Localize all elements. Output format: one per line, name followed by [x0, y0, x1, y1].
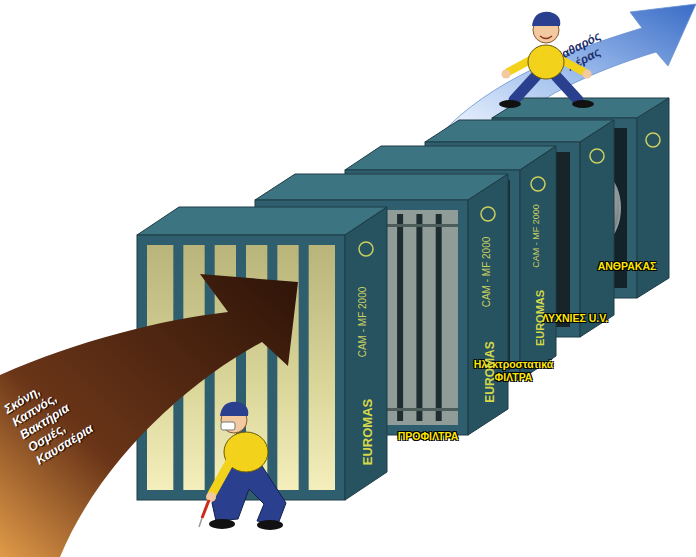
worker-hand	[502, 70, 511, 79]
carbon-slot	[521, 158, 529, 321]
electrode-plate	[320, 214, 326, 421]
carbon-slot	[454, 158, 462, 321]
filter-bar	[173, 245, 183, 490]
worker-head	[533, 17, 559, 43]
node-shape	[420, 0, 696, 140]
logo-mark	[646, 133, 660, 147]
logo-mark	[359, 242, 373, 256]
logo-mark	[590, 149, 604, 163]
uv-lamp	[464, 192, 478, 358]
worker-shoe	[572, 100, 594, 108]
electrode-plate	[359, 214, 365, 421]
carbon-slot	[544, 158, 552, 321]
stage-label: ΑΝΘΡΑΚΑΣ	[590, 260, 664, 273]
filter-bar	[299, 245, 309, 490]
carbon-slot	[476, 158, 484, 321]
outflow-arrow: Καθαρός Αέρας	[420, 0, 696, 140]
electrode-plate	[339, 214, 345, 421]
uv-lamp	[426, 192, 440, 358]
worker-arm	[508, 58, 534, 72]
screwdriver-tip	[199, 518, 202, 527]
electrode-plate	[416, 214, 422, 421]
arrow-shape	[440, 4, 696, 135]
plate-rail	[265, 408, 458, 411]
worker-cap	[532, 12, 560, 26]
electrode-plate	[397, 214, 403, 421]
uv-lamp	[387, 192, 401, 358]
worker-shoe	[209, 519, 235, 529]
unit-frame	[345, 170, 520, 380]
unit-top	[255, 174, 508, 200]
unit-frame	[425, 142, 580, 337]
filter-media	[265, 210, 458, 425]
filter-unit	[137, 207, 387, 500]
unit-top	[137, 207, 387, 235]
electrode-plate	[378, 214, 384, 421]
unit-frame	[137, 235, 345, 500]
logo-mark	[531, 177, 545, 191]
inflow-arrow: Σκόνη, Καπνός, Βακτήρια Οσμές, Καυσαέρια	[0, 270, 300, 557]
stage-label: Ηλεκτροστατικά ΦΙΛΤΡΑ	[466, 358, 561, 383]
unit-side	[520, 146, 556, 380]
electrode-plate	[301, 214, 307, 421]
filter-bar	[236, 245, 246, 490]
filter-bar	[267, 245, 277, 490]
worker-shoe	[257, 520, 283, 530]
unit-top	[345, 146, 556, 170]
carbon-chamber	[435, 152, 570, 327]
unit-frame	[255, 200, 468, 435]
lamp-chamber	[355, 180, 510, 370]
worker-smile	[540, 36, 552, 39]
electrode-plate	[436, 214, 442, 421]
screwdriver	[202, 500, 209, 518]
unit-side	[468, 174, 508, 435]
filter-media	[147, 245, 335, 490]
logo-mark	[481, 207, 495, 221]
electrode-plate	[281, 214, 287, 421]
filter-unit	[255, 174, 508, 435]
stage-label: ΠΡΟΦΙΛΤΡΑ	[388, 430, 468, 443]
stage-label: ΛΥΧΝΙΕΣ U.V.	[534, 312, 616, 325]
unit-side	[580, 120, 614, 337]
filter-unit	[345, 146, 556, 380]
plate-rail	[265, 224, 458, 227]
filter-bar	[205, 245, 215, 490]
filter-unit	[425, 120, 614, 337]
carbon-slot	[499, 158, 507, 321]
unit-side	[345, 207, 387, 500]
